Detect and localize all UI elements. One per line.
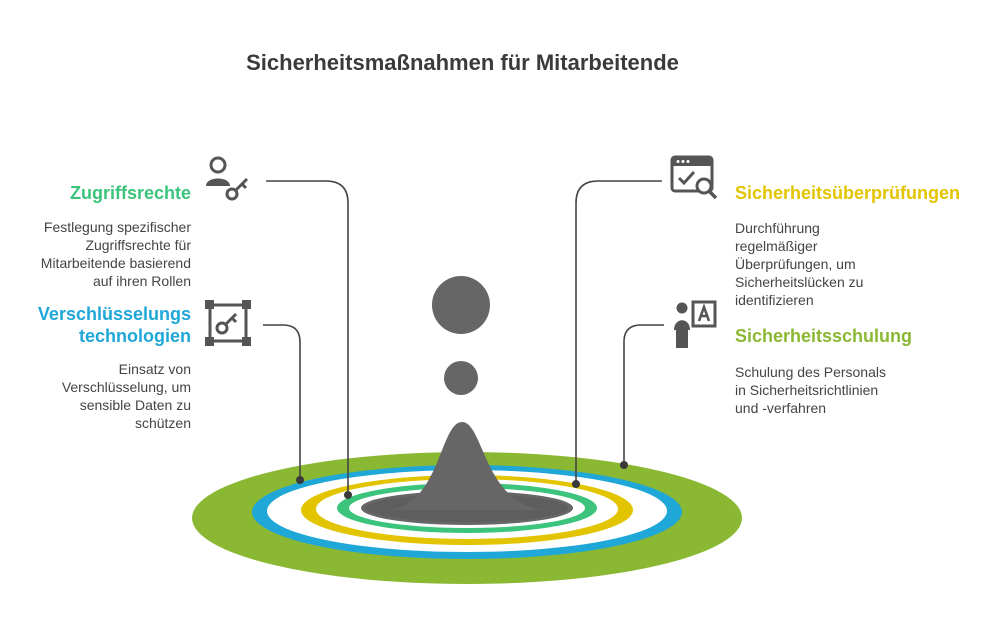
connector-verschluesselung	[263, 324, 301, 480]
desc-sicherheitsschulung: Schulung des Personals in Sicherheitsric…	[735, 364, 886, 416]
splash-peak	[388, 422, 546, 510]
connector-dot-schulung	[620, 461, 628, 469]
desc-zugriffsrechte: Festlegung spezifischer Zugriffsrechte f…	[40, 219, 191, 289]
user-key-icon	[206, 156, 249, 201]
heading-sicherheitsschulung: Sicherheitsschulung	[735, 326, 913, 346]
desc-sicherheitsueberpruefungen: Durchführung regelmäßiger Überprüfungen,…	[735, 220, 864, 308]
person-letter-a-icon	[674, 300, 717, 348]
connector-dot-verschluesselung	[296, 476, 304, 484]
page-title: Sicherheitsmaßnahmen für Mitarbeitende	[246, 50, 679, 75]
connector-zugriffsrechte	[266, 180, 349, 495]
browser-check-search-icon	[670, 155, 718, 200]
connector-dot-ueberpruefungen	[572, 480, 580, 488]
heading-verschluesselungstechnologien: Verschlüsselungs technologien	[37, 304, 191, 346]
desc-verschluesselungstechnologien: Einsatz von Verschlüsselung, um sensible…	[61, 361, 191, 431]
droplet-large	[432, 276, 490, 334]
droplet-small	[444, 361, 478, 395]
connector-schulung	[623, 324, 664, 465]
heading-sicherheitsueberpruefungen: Sicherheitsüberprüfungen	[735, 183, 961, 203]
connector-ueberpruefungen	[575, 180, 662, 484]
key-frame-icon	[205, 300, 251, 346]
heading-zugriffsrechte: Zugriffsrechte	[69, 183, 191, 203]
connector-dot-zugriffsrechte	[344, 491, 352, 499]
